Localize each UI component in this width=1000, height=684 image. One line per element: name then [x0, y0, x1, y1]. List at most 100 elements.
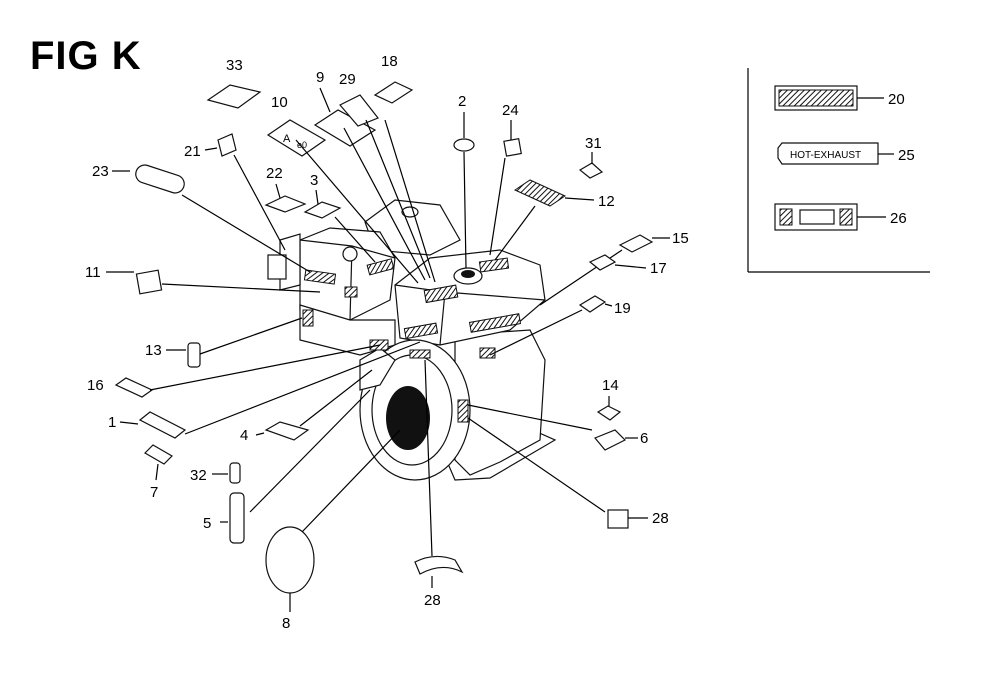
part-9-decal — [313, 109, 377, 147]
callout-24: 24 — [489, 102, 522, 256]
part-4-decal — [264, 421, 310, 441]
part-7-decal — [144, 444, 173, 465]
callout-21-number: 21 — [184, 143, 201, 160]
callout-12: 12 — [494, 179, 615, 261]
callout-14: 14 — [596, 377, 622, 421]
legend-box: 20 HOT-EXHAUST 25 26 — [747, 68, 930, 273]
callout-31: 32 — [190, 462, 241, 484]
part-31-decal — [229, 462, 241, 484]
callout-27: 29 — [339, 71, 431, 279]
leader-17 — [614, 264, 647, 269]
callout-33-number: 33 — [226, 57, 243, 74]
callout-1: 1 — [108, 341, 421, 439]
leader-13 — [199, 317, 303, 355]
part-5-decal — [229, 492, 245, 544]
leader-1-a — [119, 421, 139, 425]
callout-7-number: 7 — [150, 484, 158, 501]
part-28-decal — [578, 162, 604, 179]
part-12-decal — [513, 179, 567, 207]
callout-13-number: 13 — [145, 342, 162, 359]
part-8-decal — [265, 526, 315, 594]
callout-23: 23 — [92, 163, 311, 273]
callout-16: 16 — [87, 344, 381, 398]
legend-26-left — [779, 208, 793, 226]
leader-22 — [275, 183, 281, 199]
decal-on-engine-4 — [423, 284, 459, 304]
callout-19-number: 18 — [381, 53, 398, 70]
recoil-starter-hub — [386, 386, 430, 450]
callout-3: 3 — [303, 172, 376, 263]
callout-15-number: 15 — [672, 230, 689, 247]
legend-25-label: HOT-EXHAUST — [790, 150, 861, 161]
part-33-decal — [206, 84, 262, 109]
callout-5: 5 — [203, 389, 371, 544]
leader-32 — [424, 359, 433, 557]
callout-18-number: 19 — [614, 300, 631, 317]
leader-12 — [494, 205, 536, 261]
callout-22-number: 22 — [266, 165, 283, 182]
decal-on-engine-10 — [409, 349, 431, 359]
callout-17-number: 17 — [650, 260, 667, 277]
figure-title: FIG K — [30, 34, 142, 78]
callout-2-number: 2 — [458, 93, 466, 110]
callout-32: 28 — [414, 359, 464, 609]
legend-26-right — [839, 208, 853, 226]
callout-28-number: 31 — [585, 135, 602, 152]
callout-27-number: 29 — [339, 71, 356, 88]
callout-4: 4 — [240, 369, 373, 444]
callout-1-number: 1 — [108, 414, 116, 431]
callout-8-number: 8 — [282, 615, 290, 632]
part-1-decal — [138, 411, 187, 439]
part-22-decal — [264, 195, 307, 213]
callout-13: 13 — [145, 317, 303, 368]
callout-29: 28 — [467, 417, 669, 529]
callout-19: 18 — [373, 53, 436, 283]
callout-11: 11 — [85, 264, 321, 295]
callout-10: A e0 10 — [266, 94, 419, 284]
callout-14-number: 14 — [602, 377, 619, 394]
callout-6-number: 6 — [640, 430, 648, 447]
leader-11 — [161, 283, 321, 293]
leader-21-a — [204, 147, 218, 151]
callout-33: 33 — [206, 57, 262, 109]
callout-10-number: 10 — [271, 94, 288, 111]
callout-18: 19 — [489, 295, 631, 356]
callout-5-number: 5 — [203, 515, 211, 532]
part-6-decal — [594, 429, 627, 451]
callout-28: 31 — [578, 135, 604, 179]
leader-9 — [343, 127, 426, 281]
legend-25-number: 25 — [898, 147, 915, 164]
legend-item-25: HOT-EXHAUST 25 — [777, 142, 915, 165]
leader-7 — [155, 463, 159, 481]
part-27-decal — [339, 94, 379, 127]
leader-27 — [365, 119, 431, 279]
callout-32-number: 28 — [424, 592, 441, 609]
callout-7: 7 — [144, 444, 173, 501]
part-10-text: e0 — [297, 140, 307, 150]
legend-20-decal-text — [778, 89, 854, 107]
callout-4-number: 4 — [240, 427, 248, 444]
leader-18 — [489, 309, 583, 356]
callout-31-number: 32 — [190, 467, 207, 484]
leader-2 — [463, 151, 467, 269]
part-19-decal — [373, 81, 414, 104]
callout-2: 2 — [453, 93, 475, 269]
air-cleaner-knob — [342, 246, 358, 262]
part-10-decal — [266, 119, 327, 157]
callout-16-number: 16 — [87, 377, 104, 394]
callout-22: 22 — [264, 165, 307, 213]
part-2-plug — [453, 138, 475, 152]
decal-on-engine-6 — [468, 313, 522, 333]
part-16-decal — [114, 377, 154, 398]
leader-10 — [295, 139, 419, 284]
callout-6: 6 — [467, 404, 648, 451]
part-15-decal — [618, 234, 654, 253]
part-21-decal — [217, 133, 237, 157]
leader-18-a — [604, 303, 613, 307]
leader-4 — [299, 369, 373, 427]
part-14-decal — [596, 405, 622, 421]
decal-on-engine-7 — [403, 322, 439, 340]
leader-3 — [334, 216, 376, 263]
part-29-decal — [607, 509, 629, 529]
